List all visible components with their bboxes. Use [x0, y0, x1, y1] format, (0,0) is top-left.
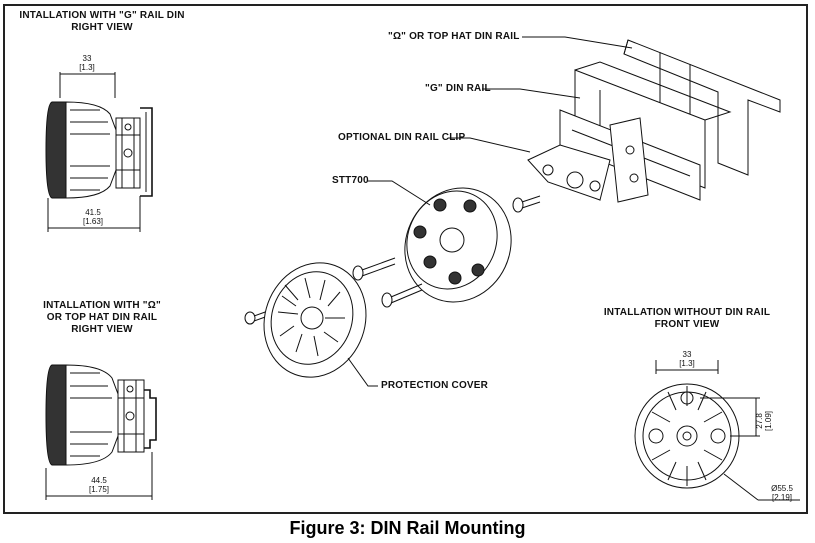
figure-caption: Figure 3: DIN Rail Mounting: [289, 518, 526, 538]
omega-bottom-dimension: 44.5 [1.75]: [74, 476, 124, 494]
front-height-dimension: 27.8 [1.09]: [755, 399, 773, 443]
omega-title-line1: INTALLATION WITH "Ω": [43, 300, 161, 311]
omega-rail-callout: "Ω" OR TOP HAT DIN RAIL: [388, 31, 520, 42]
omega-bottom-width-in: [1.75]: [88, 485, 109, 494]
front-width-in: [1.3]: [679, 359, 695, 368]
g-bottom-dimension: 41.5 [1.63]: [68, 208, 118, 226]
protection-cover-part: [263, 262, 367, 378]
g-top-width-in: [1.3]: [79, 63, 95, 72]
screws: [244, 195, 541, 325]
g-top-width-mm: 33: [82, 54, 92, 63]
no-rail-title-line1: INTALLATION WITHOUT DIN RAIL: [603, 307, 771, 318]
cover-callout: PROTECTION COVER: [381, 380, 489, 391]
g-bottom-width-in: [1.63]: [82, 217, 103, 226]
front-diameter-mm: Ø55.5: [771, 484, 793, 493]
front-diameter-dimension: Ø55.5 [2.19]: [760, 484, 804, 502]
device-callout: STT700: [332, 175, 369, 186]
g-rail-title-line2: RIGHT VIEW: [71, 22, 133, 33]
stt700-device: [404, 187, 512, 303]
front-height-mm: 27.8: [755, 413, 764, 429]
front-width-mm: 33: [682, 350, 692, 359]
omega-title: INTALLATION WITH "Ω" OR TOP HAT DIN RAIL…: [22, 300, 182, 336]
g-rail-title-line1: INTALLATION WITH "G" RAIL DIN: [19, 10, 185, 21]
omega-title-line2: OR TOP HAT DIN RAIL: [46, 312, 158, 323]
omega-title-line3: RIGHT VIEW: [71, 324, 133, 335]
g-rail-callout: "G" DIN RAIL: [425, 83, 491, 94]
omega-bottom-width-mm: 44.5: [91, 476, 107, 485]
front-diameter-in: [2.19]: [771, 493, 792, 502]
front-width-dimension: 33 [1.3]: [662, 350, 712, 368]
g-rail-title: INTALLATION WITH "G" RAIL DIN RIGHT VIEW: [12, 10, 192, 34]
no-rail-title-line2: FRONT VIEW: [654, 319, 720, 330]
rail-clip: [527, 117, 649, 203]
omega-rail-right-view: [45, 364, 157, 500]
front-height-in: [1.09]: [764, 411, 773, 432]
clip-callout: OPTIONAL DIN RAIL CLIP: [338, 132, 466, 143]
g-top-dimension: 33 [1.3]: [62, 54, 112, 72]
no-rail-title: INTALLATION WITHOUT DIN RAIL FRONT VIEW: [582, 307, 792, 331]
g-bottom-width-mm: 41.5: [85, 208, 101, 217]
front-view: [634, 360, 800, 501]
g-rail-right-view: [45, 72, 153, 232]
